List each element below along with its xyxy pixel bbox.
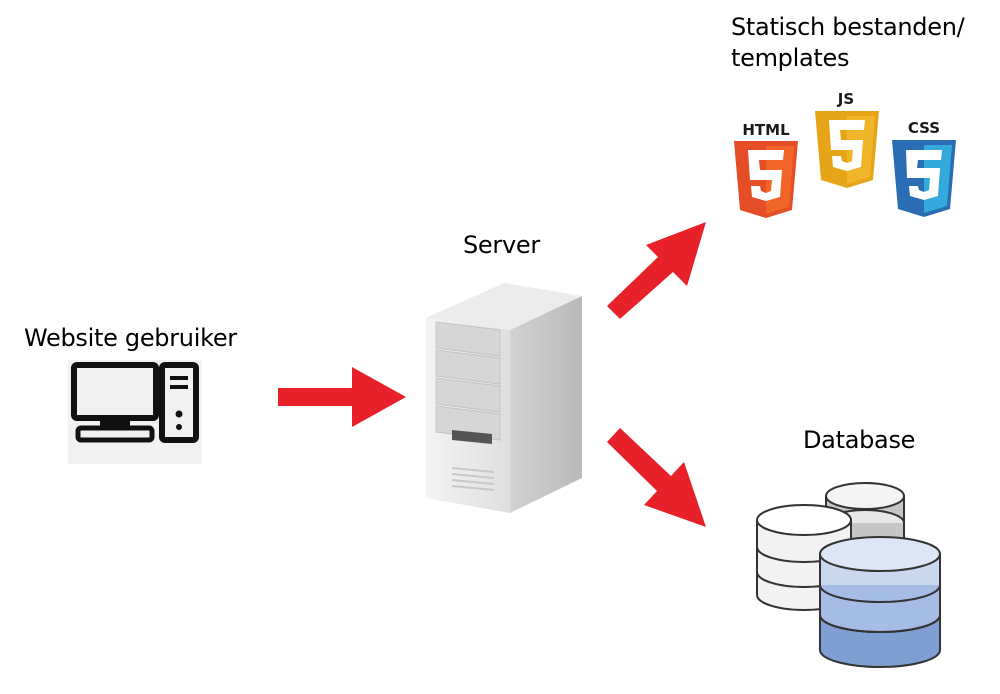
database-label: Database [803, 426, 916, 454]
user-label: Website gebruiker [24, 324, 237, 352]
html-badge-label: HTML [742, 121, 790, 139]
static-files-label-line2: templates [731, 44, 850, 72]
arrow-server-to-static [607, 222, 706, 319]
arrow-user-to-server [278, 367, 406, 427]
html5-icon: HTML [734, 121, 798, 218]
server-tower-icon [426, 283, 582, 513]
desktop-computer-icon [68, 360, 202, 464]
css3-icon: CSS [892, 119, 956, 217]
arrow-server-to-database [607, 428, 706, 527]
database-icon [756, 482, 941, 668]
js-badge-label: JS [837, 90, 854, 108]
server-label: Server [463, 231, 540, 259]
js-icon: JS [815, 90, 879, 188]
css-badge-label: CSS [908, 119, 940, 137]
static-files-label: Statisch bestanden/ templates [731, 12, 965, 74]
static-files-label-line1: Statisch bestanden/ [731, 13, 965, 41]
